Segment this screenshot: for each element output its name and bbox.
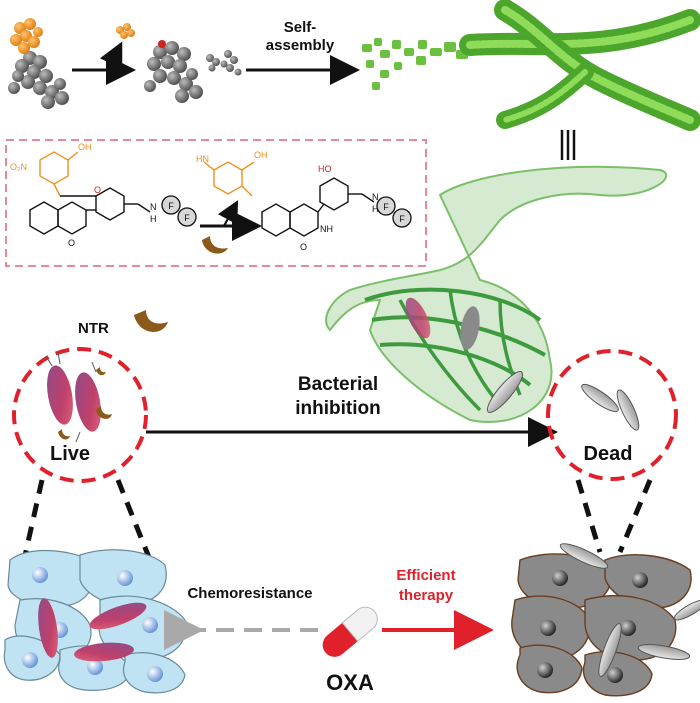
ntr-label: NTR [78,320,109,337]
byproduct-oh-label: OH [254,150,268,160]
ntr-small-icon-3 [96,367,106,376]
self-assembly-label-1: Self- [284,19,317,36]
inhibition-label-1: Bacterial [298,374,378,395]
acid-oh-label: OH [78,142,92,152]
f-label-3: F [383,202,389,212]
nanofiber-network [459,0,700,131]
reaction-release-branch [217,200,239,227]
f-label-4: F [399,214,405,224]
dead-label: Dead [584,443,633,465]
chemoresistance-label: Chemoresistance [187,585,312,602]
self-assembly-label-2: assembly [266,37,335,54]
nitro-label: O₂N [10,162,27,172]
oxa-label: OXA [326,670,374,695]
ether-o-label: O [94,185,101,195]
dead-zoom-connectors [575,479,653,553]
live-bacteria [45,351,101,443]
dead-bacterium-outside [486,371,524,413]
released-cage-fragment [116,23,135,39]
carbonyl-o-label: O [68,238,75,248]
efficient-label-2: therapy [399,587,454,604]
product-ho-label: HO [318,164,332,174]
live-zoom-connectors [21,479,153,561]
product-structure [261,177,375,237]
phenylalanine-tag-1 [161,195,197,227]
ntr-enzyme-icon [134,310,168,332]
amide-h-label: H [150,214,157,224]
f-label-1: F [168,201,174,211]
bacteria-in-tumor [38,598,147,662]
molecule-with-cage [8,18,69,109]
assembling-clusters [362,38,468,90]
equivalence-mark [560,130,576,160]
nuclei-dark [537,570,648,683]
live-zoom-circle [12,347,148,483]
nh-label: NH [320,224,333,234]
product-h-label: H [372,204,379,214]
uncaged-molecule [144,40,203,103]
reactant-structure [29,151,151,235]
dead-bacteria-in-tumor [559,543,700,677]
inhibition-label-2: inhibition [295,398,380,419]
small-fragments [206,50,242,76]
efficient-label-1: Efficient [396,567,455,584]
f-label-2: F [184,213,190,223]
ntr-enzyme-icon-box [202,236,228,254]
dead-bacteria [581,383,640,431]
ntr-small-icon-2 [58,429,70,440]
release-arrow-branch [99,41,123,71]
oxa-capsule-icon [322,606,378,657]
product-carbonyl-label: O [300,242,307,252]
phenylalanine-tag-2 [376,196,412,228]
reaction-scheme-box [5,139,427,267]
amide-n-label: N [150,202,157,212]
ntr-small-icon-1 [96,406,112,419]
dead-zoom-circle [546,349,678,481]
live-label: Live [50,443,90,465]
hn-label: HN [196,154,209,164]
product-n-label: N [372,192,379,202]
byproduct-structure [203,161,255,197]
